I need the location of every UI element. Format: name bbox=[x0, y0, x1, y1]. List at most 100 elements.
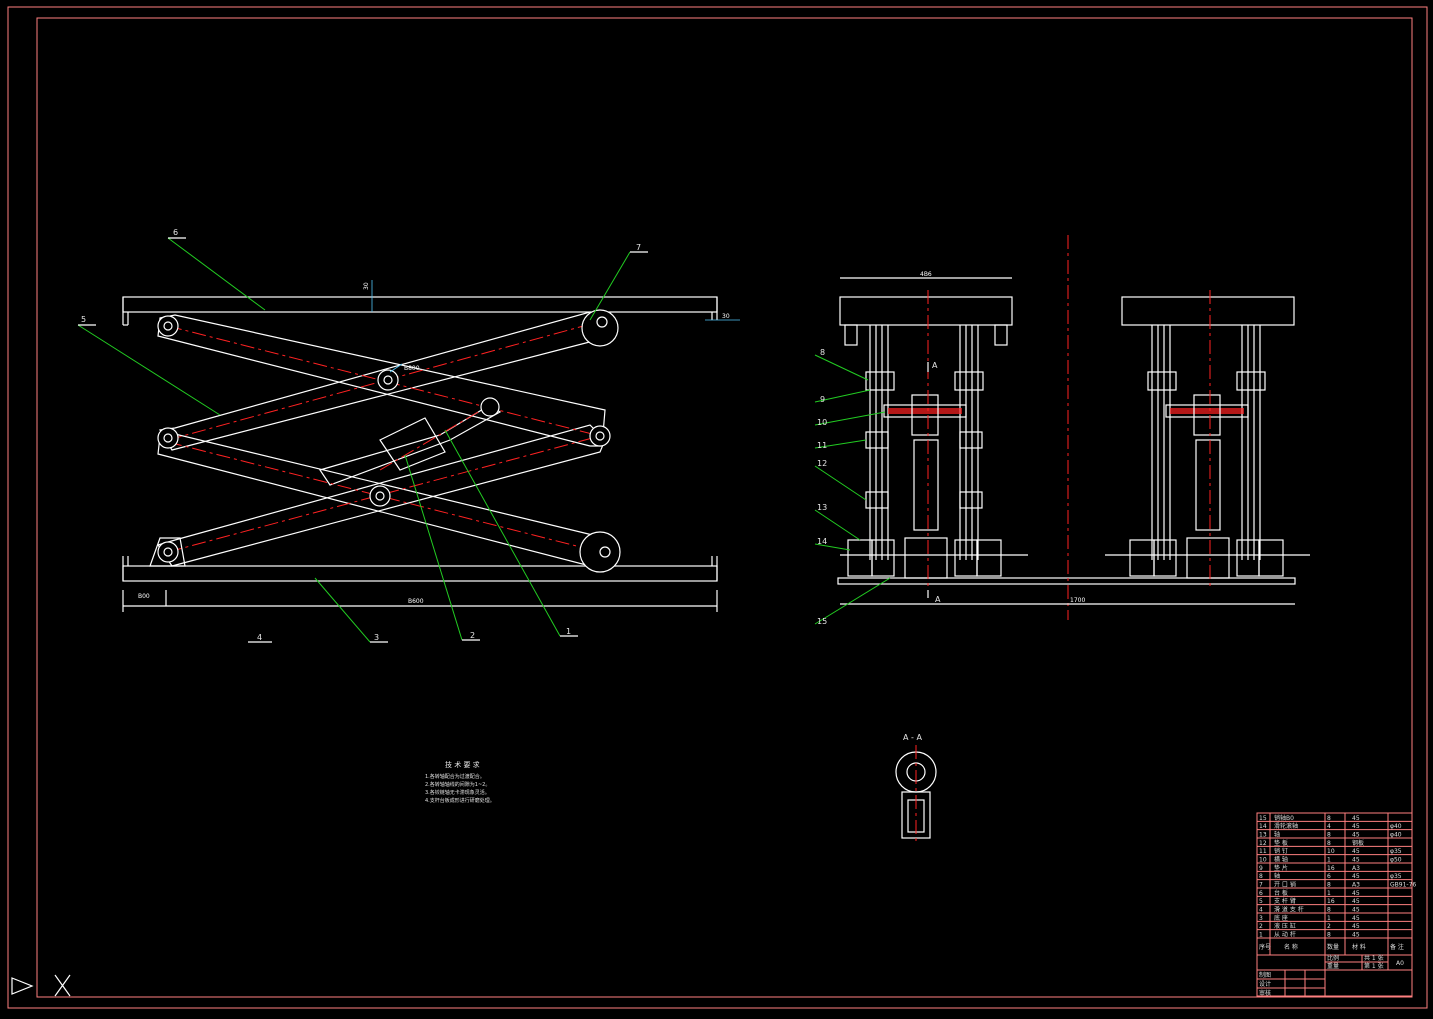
tb-cell: φ50 bbox=[1390, 857, 1402, 864]
note-line-1: 1.各转轴配合为过渡配合。 bbox=[425, 773, 485, 780]
section-mark-bottom: A bbox=[935, 595, 941, 604]
tb-cell: 8 bbox=[1327, 840, 1331, 847]
tb-scale-label: 比例 bbox=[1327, 954, 1339, 962]
callout-9: 9 bbox=[820, 395, 825, 404]
tb-cell: 45 bbox=[1352, 815, 1360, 822]
tb-cell: 12 bbox=[1259, 840, 1267, 847]
tb-cell: 2 bbox=[1327, 923, 1331, 930]
callout-1: 1 bbox=[566, 627, 571, 636]
callout-14: 14 bbox=[817, 537, 827, 546]
dim-top-width: 4B6 bbox=[920, 271, 932, 278]
tb-cell: 1 bbox=[1259, 932, 1263, 939]
callout-15: 15 bbox=[817, 617, 827, 626]
tb-cell: 45 bbox=[1352, 890, 1360, 897]
tb-cell: GB91-76 bbox=[1390, 882, 1416, 889]
outer-border bbox=[7, 6, 1428, 1009]
tb-cell: 8 bbox=[1327, 832, 1331, 839]
inner-border bbox=[36, 17, 1413, 998]
tb-cell: 8 bbox=[1327, 932, 1331, 939]
tb-cell: 从 动 杆 bbox=[1274, 931, 1296, 939]
note-line-2: 2.各转轴轴线的间隙为1~2。 bbox=[425, 781, 490, 788]
tb-cell: 45 bbox=[1352, 848, 1360, 855]
tb-cell: A3 bbox=[1352, 882, 1360, 889]
tb-cell: 15 bbox=[1259, 815, 1267, 822]
tb-weight-label: 重量 bbox=[1327, 962, 1339, 970]
tb-cell: 滑 道 支 杆 bbox=[1274, 906, 1304, 914]
tb-sheet-no: 第 1 张 bbox=[1364, 962, 1384, 970]
callout-6: 6 bbox=[173, 228, 178, 237]
notes-title: 技 术 要 求 bbox=[445, 760, 480, 769]
tb-cell: φ35 bbox=[1390, 873, 1402, 880]
tb-cell: 底 座 bbox=[1274, 914, 1288, 922]
tb-sign-design: 设计 bbox=[1259, 980, 1271, 988]
tb-cell: 6 bbox=[1327, 873, 1331, 880]
tb-cell: 滑轮滚轴 bbox=[1274, 822, 1298, 830]
tb-cell: 10 bbox=[1259, 857, 1267, 864]
note-line-4: 4.支杆台板成形进行研磨处理。 bbox=[425, 797, 495, 804]
side-view: A A 4B6 1700 8 9 10 11 12 13 14 15 bbox=[814, 235, 1310, 626]
tb-header-notes: 备 注 bbox=[1390, 943, 1404, 951]
callout-11: 11 bbox=[817, 441, 827, 450]
tb-cell: 垫 片 bbox=[1274, 864, 1288, 872]
callout-2: 2 bbox=[470, 631, 475, 640]
tb-cell: 45 bbox=[1352, 923, 1360, 930]
front-view: 30 30 B800 B600 B00 6 7 5 1 2 3 4 bbox=[77, 228, 740, 643]
tb-cell: 3 bbox=[1259, 915, 1263, 922]
tb-cell: 45 bbox=[1352, 832, 1360, 839]
tb-cell: 1 bbox=[1327, 857, 1331, 864]
tb-cell: 销轴B0 bbox=[1274, 814, 1294, 822]
section-a-a: A - A bbox=[895, 733, 937, 845]
tb-cell: 45 bbox=[1352, 932, 1360, 939]
technical-notes: 技 术 要 求 1.各转轴配合为过渡配合。 2.各转轴轴线的间隙为1~2。 3.… bbox=[425, 760, 495, 804]
tb-cell: 8 bbox=[1327, 815, 1331, 822]
tb-cell: 4 bbox=[1259, 907, 1263, 914]
note-line-3: 3.各铰链轴无卡滞现象灵活。 bbox=[425, 789, 490, 796]
callout-12: 12 bbox=[817, 459, 827, 468]
tb-cell: φ35 bbox=[1390, 848, 1402, 855]
svg-text:30: 30 bbox=[363, 282, 370, 290]
tb-cell: 轴 bbox=[1274, 831, 1280, 839]
section-mark-top: A bbox=[932, 361, 938, 370]
tb-size: A0 bbox=[1396, 960, 1404, 967]
tb-cell: 2 bbox=[1259, 923, 1263, 930]
dim-top-right: 30 bbox=[722, 313, 730, 320]
tb-cell: 4 bbox=[1327, 823, 1331, 830]
tb-cell: 液 压 缸 bbox=[1274, 922, 1296, 930]
tb-cell: 10 bbox=[1327, 848, 1335, 855]
callout-8: 8 bbox=[820, 348, 825, 357]
tb-cell: 轴 bbox=[1274, 872, 1280, 880]
callout-13: 13 bbox=[817, 503, 827, 512]
tb-cell: A3 bbox=[1352, 865, 1360, 872]
tb-cell: 9 bbox=[1259, 865, 1263, 872]
tb-cell: 销 钉 bbox=[1274, 847, 1288, 855]
callout-4: 4 bbox=[257, 633, 262, 642]
tb-cell: 16 bbox=[1327, 898, 1335, 905]
tb-cell: 8 bbox=[1259, 873, 1263, 880]
tb-cell: 8 bbox=[1327, 907, 1331, 914]
tb-cell: φ40 bbox=[1390, 823, 1402, 830]
tb-cell: 台 板 bbox=[1274, 889, 1288, 897]
tb-header-no: 序号 bbox=[1259, 943, 1271, 951]
tb-sheet-total: 共 1 张 bbox=[1364, 954, 1384, 962]
callout-10: 10 bbox=[817, 418, 827, 427]
tb-cell: 支 杆 臂 bbox=[1274, 897, 1296, 905]
callout-3: 3 bbox=[374, 633, 379, 642]
tb-cell: 横 轴 bbox=[1274, 856, 1288, 864]
tb-cell: 11 bbox=[1259, 848, 1267, 855]
tb-cell: 垫 板 bbox=[1274, 839, 1288, 847]
tb-cell: 1 bbox=[1327, 890, 1331, 897]
tb-header-material: 材 料 bbox=[1352, 943, 1366, 951]
tb-cell: 45 bbox=[1352, 907, 1360, 914]
tb-cell: 45 bbox=[1352, 915, 1360, 922]
dim-overall-length: B600 bbox=[408, 598, 424, 605]
dim-base-length: 1700 bbox=[1070, 597, 1085, 604]
tb-cell: 14 bbox=[1259, 823, 1267, 830]
tb-sign-check: 审核 bbox=[1259, 989, 1271, 997]
tb-sign-draw: 制图 bbox=[1259, 971, 1271, 979]
tb-header-name: 名 称 bbox=[1284, 943, 1298, 951]
tb-cell: 16 bbox=[1327, 865, 1335, 872]
tb-cell: 45 bbox=[1352, 823, 1360, 830]
tb-header-qty: 数量 bbox=[1327, 943, 1339, 951]
